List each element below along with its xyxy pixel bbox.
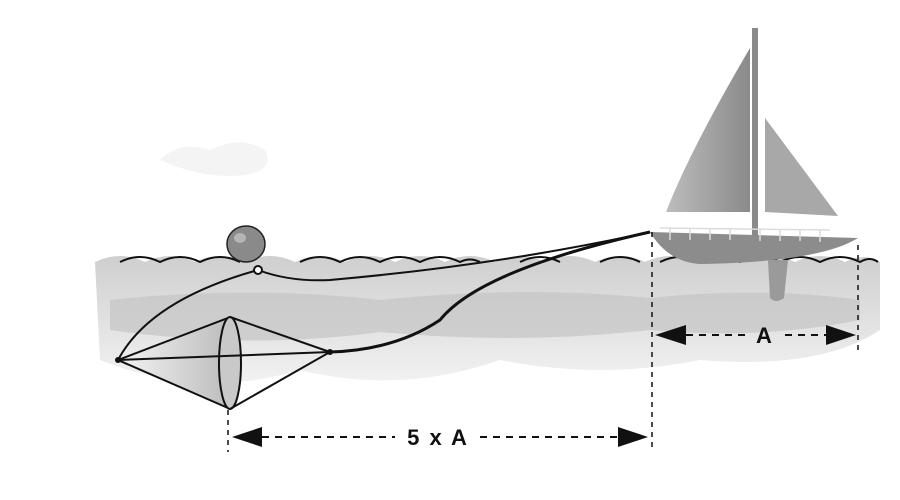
keel xyxy=(768,260,788,301)
spray-cloud xyxy=(160,142,268,176)
mainsail xyxy=(666,48,750,212)
mast xyxy=(752,28,758,240)
arrow-left-icon xyxy=(655,325,686,345)
arrow-right-icon xyxy=(618,427,648,447)
deck-rail xyxy=(659,227,831,242)
arrow-left-icon xyxy=(232,427,262,447)
float-tripline xyxy=(257,231,651,282)
tow-line xyxy=(329,230,651,354)
boat-length-label: A xyxy=(756,323,774,348)
float-buoy xyxy=(226,225,266,275)
tripline-to-drogue xyxy=(117,269,259,361)
dimension-drogue-distance: 5 x A xyxy=(232,425,648,450)
arrow-right-icon xyxy=(826,325,856,345)
jib-sail xyxy=(765,118,838,216)
sea-shade xyxy=(110,291,860,341)
drogue-cone xyxy=(115,316,333,410)
hull xyxy=(650,232,858,264)
drogue-distance-label: 5 x A xyxy=(407,425,469,450)
sailboat xyxy=(650,28,858,301)
dimension-boat-length: A xyxy=(655,323,856,348)
wave-line xyxy=(119,256,879,264)
